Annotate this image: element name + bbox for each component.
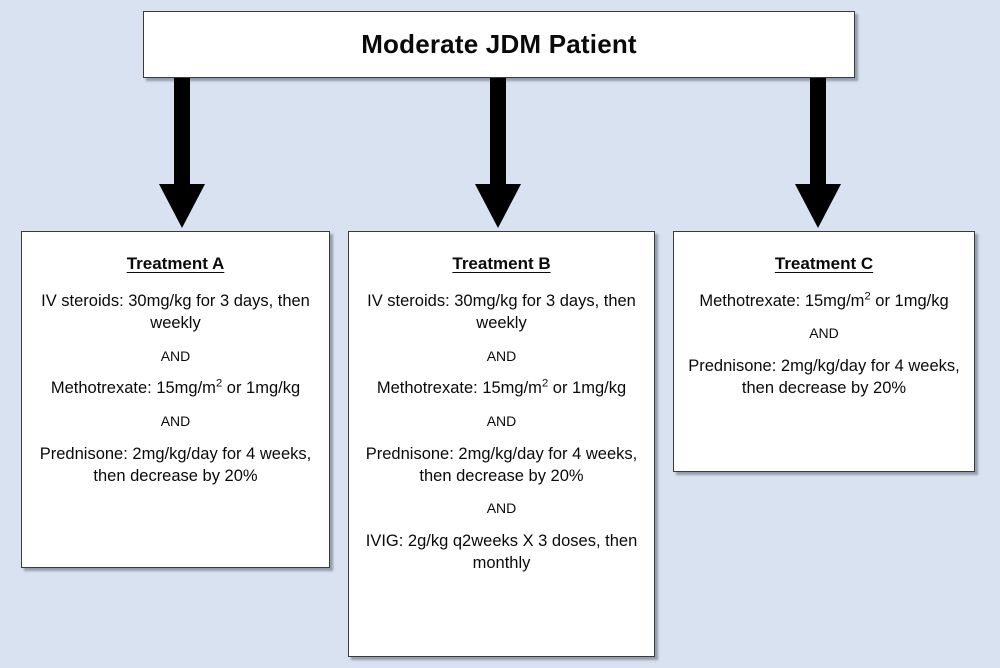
treatment-b-conjunction-1: AND [486, 347, 517, 364]
treatment-b-step-2: Methotrexate: 15mg/m2 or 1mg/kg [363, 377, 640, 399]
treatment-a-step-2-superscript: 2 [215, 377, 223, 390]
arrow-down-icon-to-treatment-a [159, 78, 205, 228]
treatment-c-step-1-superscript: 2 [864, 290, 871, 303]
treatment-b-step-1-pre: IV steroids: 30mg/kg for 3 days, then we… [367, 292, 636, 333]
node-treatment-a: Treatment A IV steroids: 30mg/kg for 3 d… [21, 231, 330, 568]
treatment-a-heading: Treatment A [126, 254, 225, 273]
treatment-a-step-2-post: or 1mg/kg [222, 379, 301, 398]
treatment-c-step-1: Methotrexate: 15mg/m2 or 1mg/kg [688, 290, 960, 312]
treatment-b-step-3: Prednisone: 2mg/kg/day for 4 weeks, then… [363, 443, 640, 488]
root-node-moderate-jdm-patient: Moderate JDM Patient [143, 11, 855, 78]
treatment-b-conjunction-2: AND [486, 412, 517, 429]
node-treatment-b: Treatment B IV steroids: 30mg/kg for 3 d… [348, 231, 655, 657]
node-treatment-c: Treatment C Methotrexate: 15mg/m2 or 1mg… [673, 231, 975, 472]
treatment-a-step-1-pre: IV steroids: 30mg/kg for 3 days, then we… [41, 292, 310, 333]
arrow-down-icon-to-treatment-b [475, 78, 521, 228]
treatment-b-step-4: IVIG: 2g/kg q2weeks X 3 doses, then mont… [363, 530, 640, 575]
treatment-a-step-3-pre: Prednisone: 2mg/kg/day for 4 weeks, then… [39, 444, 312, 485]
treatment-b-step-2-pre: Methotrexate: 15mg/m [376, 379, 542, 398]
treatment-b-heading: Treatment B [452, 254, 551, 273]
treatment-c-step-1-pre: Methotrexate: 15mg/m [699, 292, 865, 310]
treatment-b-step-2-post: or 1mg/kg [548, 379, 627, 398]
treatment-b-conjunction-3: AND [486, 500, 517, 517]
treatment-a-step-2: Methotrexate: 15mg/m2 or 1mg/kg [36, 377, 315, 399]
treatment-c-conjunction-1: AND [809, 325, 839, 342]
arrow-down-icon-to-treatment-c [795, 78, 841, 228]
treatment-a-conjunction-2: AND [160, 412, 191, 429]
treatment-c-step-2-pre: Prednisone: 2mg/kg/day for 4 weeks, then… [688, 357, 960, 398]
treatment-a-step-3: Prednisone: 2mg/kg/day for 4 weeks, then… [36, 443, 315, 488]
treatment-b-step-3-pre: Prednisone: 2mg/kg/day for 4 weeks, then… [365, 444, 638, 485]
treatment-a-step-1: IV steroids: 30mg/kg for 3 days, then we… [36, 290, 315, 335]
page-title: Moderate JDM Patient [361, 29, 637, 59]
treatment-c-step-2: Prednisone: 2mg/kg/day for 4 weeks, then… [688, 355, 960, 400]
treatment-a-step-2-pre: Methotrexate: 15mg/m [50, 379, 216, 398]
treatment-b-step-1: IV steroids: 30mg/kg for 3 days, then we… [363, 290, 640, 335]
treatment-b-step-4-pre: IVIG: 2g/kg q2weeks X 3 doses, then mont… [365, 532, 638, 573]
treatment-a-conjunction-1: AND [160, 347, 191, 364]
treatment-c-step-1-post: or 1mg/kg [870, 292, 949, 310]
treatment-b-step-2-superscript: 2 [541, 377, 549, 390]
treatment-c-heading: Treatment C [774, 254, 874, 273]
